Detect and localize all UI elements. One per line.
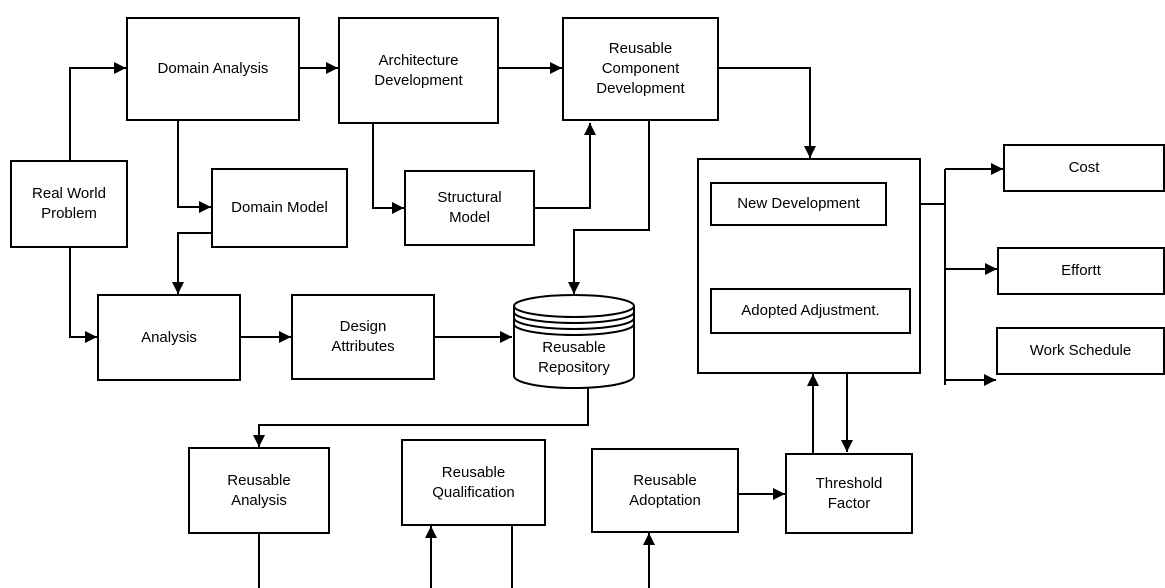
threshold-factor-box: Threshold Factor <box>785 453 913 534</box>
reusable-qualification-label: Reusable Qualification <box>432 463 515 501</box>
design-attributes-box: Design Attributes <box>291 294 435 380</box>
structural-model-box: Structural Model <box>404 170 535 246</box>
real-world-problem-label: Real World Problem <box>32 185 106 222</box>
edge-repository-reusable-analysis <box>253 388 589 447</box>
edge-problem-domain-analysis <box>64 62 126 172</box>
real-world-problem-box: Real World Problem <box>10 160 128 248</box>
repository-cylinder <box>513 294 635 389</box>
reusable-qualification-box: Reusable Qualification <box>401 439 546 526</box>
work-schedule-label: Work Schedule <box>1029 342 1132 359</box>
new-development-box: New Development <box>710 182 887 226</box>
reusable-analysis-box: Reusable Analysis <box>188 447 330 534</box>
edge-problem-analysis <box>64 236 97 343</box>
adopted-adjustment-label: Adopted Adjustment. <box>741 302 880 319</box>
analysis-box: Analysis <box>97 294 241 381</box>
effort-label: Effortt <box>1061 262 1101 279</box>
design-attributes-label: Design Attributes <box>331 318 395 355</box>
work-schedule-box: Work Schedule <box>996 327 1165 375</box>
adopted-adjustment-box: Adopted Adjustment. <box>710 288 911 334</box>
reusable-analysis-label: Reusable Analysis <box>227 471 291 509</box>
domain-model-box: Domain Model <box>211 168 348 248</box>
reusable-adoptation-label: Reusable Adoptation <box>629 471 701 509</box>
reusable-repository-label: Reusable Repository <box>538 339 610 376</box>
architecture-development-box: Architecture Development <box>338 17 499 124</box>
edge-component-repository <box>568 121 650 294</box>
analysis-label: Analysis <box>141 328 197 346</box>
edge-architecture-structural <box>372 124 404 214</box>
effort-box: Effortt <box>997 247 1165 295</box>
domain-model-label: Domain Model <box>231 199 328 216</box>
structural-model-label: Structural Model <box>437 189 502 226</box>
reusable-component-development-label: Reusable Component Development <box>596 40 685 97</box>
reusable-component-development-box: Reusable Component Development <box>562 17 719 121</box>
cost-box: Cost <box>1003 144 1165 192</box>
reusable-adoptation-box: Reusable Adoptation <box>591 448 739 533</box>
edge-domain-analysis-model <box>177 120 211 213</box>
domain-analysis-label: Domain Analysis <box>157 60 269 77</box>
edge-component-outer-box <box>719 67 816 158</box>
architecture-development-label: Architecture Development <box>374 51 463 89</box>
cost-label: Cost <box>1068 159 1100 176</box>
threshold-factor-label: Threshold Factor <box>815 474 883 512</box>
domain-analysis-box: Domain Analysis <box>126 17 300 121</box>
edge-structural-component <box>535 123 596 209</box>
new-development-label: New Development <box>737 195 860 212</box>
edge-domain-model-analysis <box>172 232 213 294</box>
